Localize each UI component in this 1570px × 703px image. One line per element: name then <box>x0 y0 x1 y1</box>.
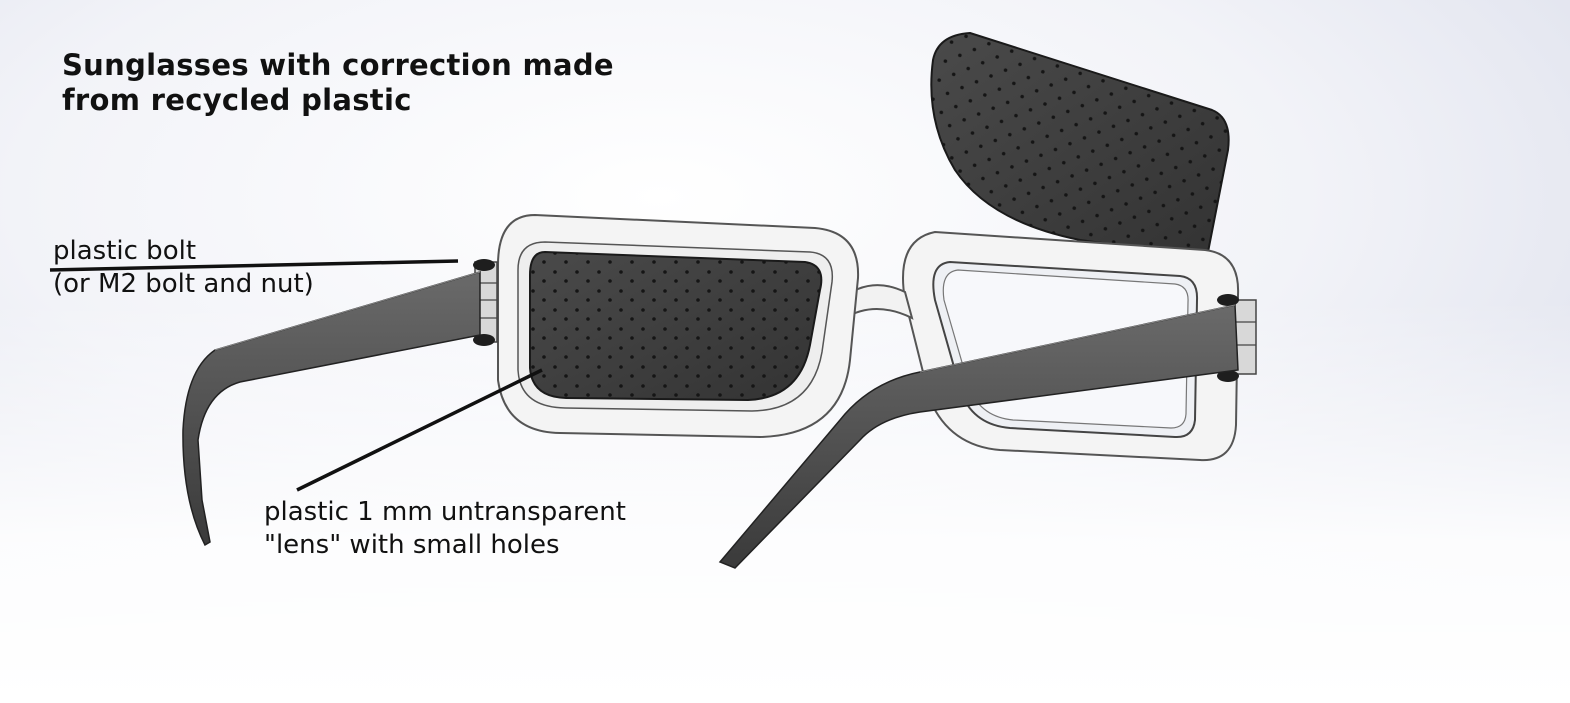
lens-callout-label: plastic 1 mm untransparent "lens" with s… <box>264 496 626 562</box>
lens-callout-line-1: plastic 1 mm untransparent <box>264 497 626 527</box>
bolt-callout-label: plastic bolt (or M2 bolt and nut) <box>53 235 314 301</box>
diagram-title-line-2: from recycled plastic <box>62 83 412 117</box>
flip-up-lens <box>930 31 1230 254</box>
left-temple-arm <box>182 270 481 547</box>
bolt-callout-line-1: plastic bolt <box>53 236 197 266</box>
frame-bridge <box>838 284 914 320</box>
diagram-title-line-1: Sunglasses with correction made <box>62 48 614 82</box>
left-perforated-lens <box>529 250 823 402</box>
lens-leader-line <box>296 368 543 492</box>
right-temple-arm <box>718 304 1239 569</box>
bolt-callout-line-2: (or M2 bolt and nut) <box>53 269 314 299</box>
diagram-title: Sunglasses with correction made from rec… <box>62 48 614 118</box>
bolt-leader-line <box>49 259 459 272</box>
lens-callout-line-2: "lens" with small holes <box>264 530 560 560</box>
